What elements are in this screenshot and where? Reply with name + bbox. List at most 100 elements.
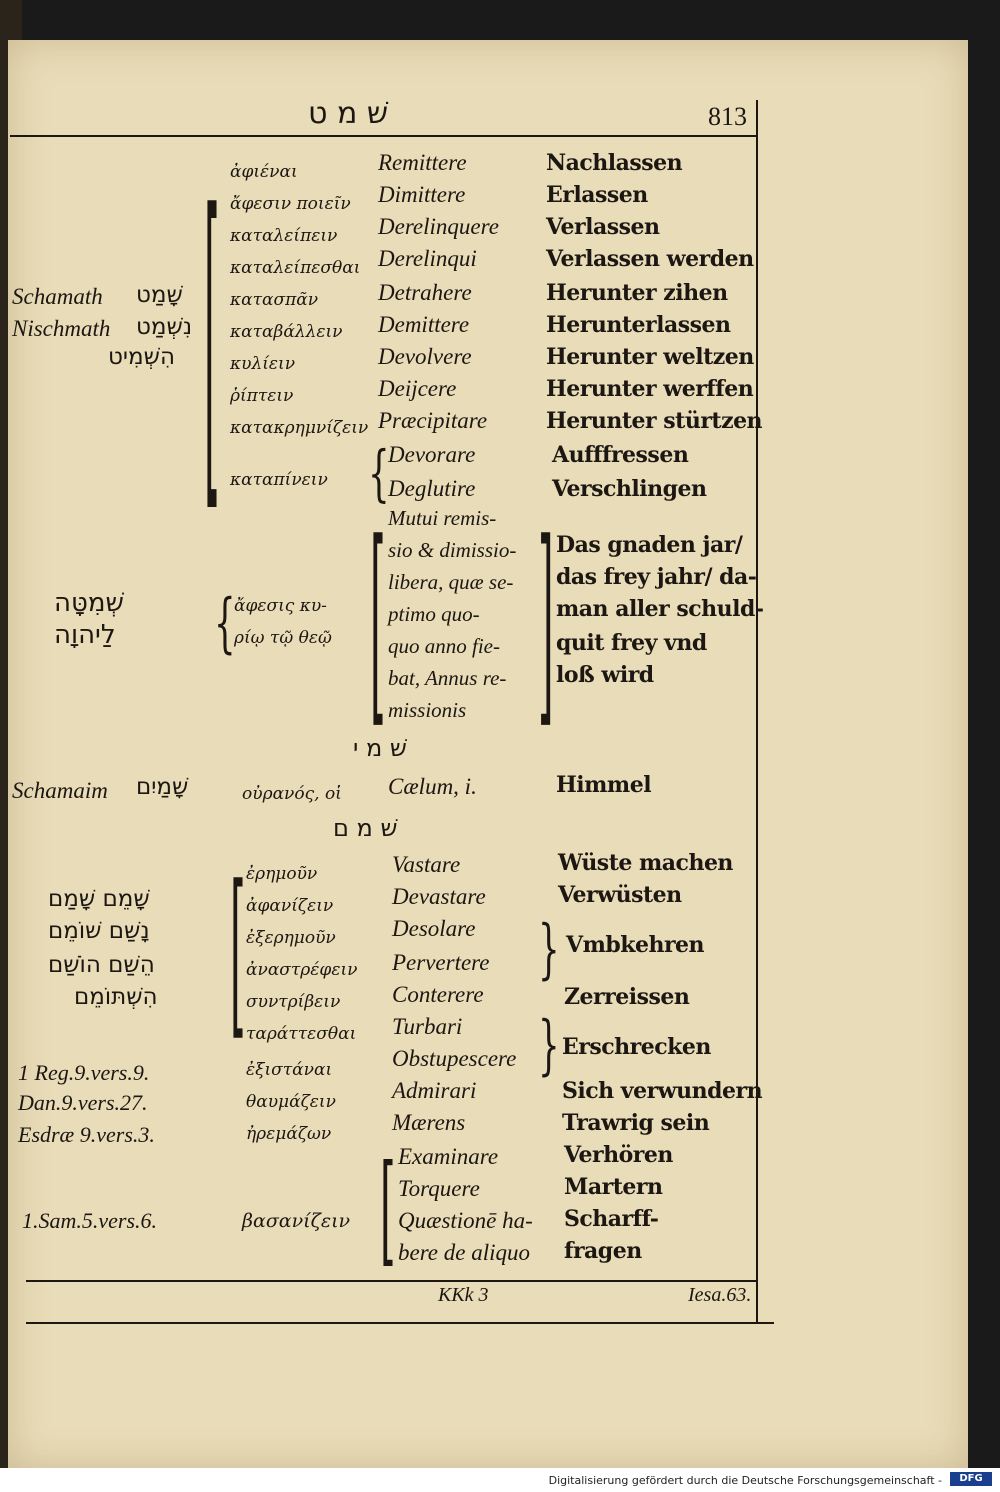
latin-schemitah-1: sio & dimissio- bbox=[388, 538, 517, 562]
brace-shmm-greek: [ bbox=[230, 852, 246, 1059]
credit-bar bbox=[0, 1468, 1000, 1492]
translit-schamaim: Schamaim bbox=[12, 778, 108, 803]
german-bas-0: Verhören bbox=[564, 1142, 673, 1168]
german-1: Erlassen bbox=[546, 182, 648, 208]
greek-shmm-4: συντρίβειν bbox=[246, 992, 341, 1012]
latin-0: Remittere bbox=[378, 150, 467, 175]
brace-schamath: [ bbox=[204, 152, 220, 548]
brace-schemitah-right: ] bbox=[538, 502, 554, 751]
latin-3: Derelinqui bbox=[378, 246, 477, 271]
german-shmm-3: Zerreissen bbox=[564, 984, 690, 1010]
german-schemitah-2: man aller schuld- bbox=[556, 596, 764, 622]
brace-erschrecken: } bbox=[538, 1008, 560, 1084]
german-bas-2: Scharff- bbox=[564, 1206, 659, 1232]
german-pair-1: Verschlingen bbox=[552, 476, 707, 502]
latin-1: Dimittere bbox=[378, 182, 466, 207]
latin-4: Detrahere bbox=[378, 280, 472, 305]
german-schemitah-0: Das gnaden jar/ bbox=[556, 532, 743, 558]
root-heading-shmi: שׁ מ י bbox=[353, 734, 407, 762]
ref-esdr: Esdræ 9.vers.3. bbox=[18, 1122, 155, 1147]
german-pair-0: Aufffressen bbox=[552, 442, 689, 468]
latin-6: Devolvere bbox=[378, 344, 472, 369]
latin-shmm-5: Turbari bbox=[392, 1014, 463, 1039]
page-number: 813 bbox=[708, 102, 747, 131]
greek-3: καταλείπεσθαι bbox=[230, 258, 361, 278]
latin-bas-3: bere de aliquo bbox=[398, 1240, 531, 1265]
latin-bas-2: Quæstionē ha- bbox=[398, 1208, 533, 1233]
german-bas-1: Martern bbox=[564, 1174, 663, 1200]
german-schemitah-3: quit frey vnd bbox=[556, 630, 707, 656]
hebrew-schamath: שָׁמַט bbox=[136, 282, 183, 308]
greek-0: ἀφιέναι bbox=[230, 162, 298, 182]
hebrew-shmm-2: הֵשַׁם הוֹשַׁם bbox=[48, 952, 155, 978]
latin-schemitah-4: quo anno fie- bbox=[388, 634, 500, 658]
greek-schemitah-0: ἄφεσις κυ- bbox=[234, 596, 327, 616]
brace-vmbkehren: } bbox=[538, 912, 560, 988]
latin-schemitah-3: ptimo quo- bbox=[388, 602, 480, 626]
german-5: Herunterlassen bbox=[546, 312, 731, 338]
latin-schemitah-0: Mutui remis- bbox=[388, 506, 497, 530]
hebrew-nischmath: נִשְׁמַט bbox=[136, 314, 193, 340]
greek-ouranos: οὐρανός, οἱ bbox=[242, 784, 342, 804]
greek-shmm-5: ταράττεσθαι bbox=[246, 1024, 357, 1044]
brace-basanizein: [ bbox=[380, 1142, 396, 1280]
translit-schamath: Schamath bbox=[12, 284, 103, 309]
greek-shmm-7: θαυμάζειν bbox=[246, 1092, 336, 1112]
latin-shmm-6: Obstupescere bbox=[392, 1046, 517, 1071]
latin-schemitah-6: missionis bbox=[388, 698, 467, 722]
header-hebrew-root: שׁ מ ט bbox=[308, 96, 389, 131]
german-shmm-2: Vmbkehren bbox=[566, 932, 705, 958]
dfg-logo: DFG bbox=[950, 1472, 992, 1486]
greek-basanizein: βασανίζειν bbox=[242, 1210, 351, 1232]
hebrew-schamaim: שָׁמַיִם bbox=[136, 774, 189, 800]
german-himmel: Himmel bbox=[556, 772, 652, 798]
catchword: Iesa.63. bbox=[688, 1284, 752, 1306]
digitization-credit: Digitalisierung gefördert durch die Deut… bbox=[548, 1474, 942, 1487]
latin-8: Præcipitare bbox=[378, 408, 488, 433]
latin-pair-1: Deglutire bbox=[388, 476, 476, 501]
ref-reg: 1 Reg.9.vers.9. bbox=[18, 1060, 150, 1085]
latin-pair-0: Devorare bbox=[388, 442, 476, 467]
german-shmm-5: Sich verwundern bbox=[562, 1078, 763, 1104]
latin-7: Deijcere bbox=[378, 376, 457, 401]
latin-schemitah-5: bat, Annus re- bbox=[388, 666, 507, 690]
right-rule bbox=[756, 100, 758, 1322]
latin-schemitah-2: libera, quæ se- bbox=[388, 570, 514, 594]
greek-pair: καταπίνειν bbox=[230, 470, 328, 490]
latin-shmm-1: Devastare bbox=[392, 884, 486, 909]
latin-caelum: Cælum, i. bbox=[388, 774, 477, 799]
latin-2: Derelinquere bbox=[378, 214, 499, 239]
german-bas-3: fragen bbox=[564, 1238, 642, 1264]
greek-8: κατακρημνίζειν bbox=[230, 418, 369, 438]
greek-shmm-0: ἐρημοῦν bbox=[246, 864, 318, 884]
brace-schemitah-greek: { bbox=[214, 586, 236, 662]
latin-bas-0: Examinare bbox=[398, 1144, 499, 1169]
german-6: Herunter weltzen bbox=[546, 344, 754, 370]
hebrew-shmm-1: נָשַׁם שׁוֹמֵם bbox=[48, 918, 150, 944]
greek-schemitah-1: ρίῳ τῷ θεῷ bbox=[234, 628, 332, 648]
latin-bas-1: Torquere bbox=[398, 1176, 480, 1201]
latin-shmm-7: Admirari bbox=[392, 1078, 477, 1103]
german-4: Herunter zihen bbox=[546, 280, 728, 306]
greek-1: ἄφεσιν ποιεῖν bbox=[230, 194, 351, 214]
greek-5: καταβάλλειν bbox=[230, 322, 343, 342]
bottom-rule bbox=[26, 1322, 774, 1324]
greek-shmm-3: ἀναστρέφειν bbox=[246, 960, 358, 980]
german-8: Herunter stürtzen bbox=[546, 408, 763, 434]
greek-shmm-8: ἠρεμάζων bbox=[246, 1124, 332, 1144]
root-heading-shmm: שׁ מ ם bbox=[333, 814, 398, 842]
greek-shmm-1: ἀφανίζειν bbox=[246, 896, 334, 916]
hebrew-laadonai: לַיהוָה bbox=[54, 620, 116, 650]
german-shmm-4: Erschrecken bbox=[562, 1034, 711, 1060]
german-shmm-1: Verwüsten bbox=[558, 882, 682, 908]
german-shmm-0: Wüste machen bbox=[558, 850, 733, 876]
latin-shmm-0: Vastare bbox=[392, 852, 461, 877]
hebrew-schemitah: שְׁמִטָּה bbox=[54, 588, 124, 618]
greek-shmm-6: ἐξιστάναι bbox=[246, 1060, 333, 1080]
latin-shmm-8: Mærens bbox=[392, 1110, 466, 1135]
greek-4: κατασπᾶν bbox=[230, 290, 319, 310]
book-page: שׁ מ ט 813 Schamath Nischmath שָׁמַט נִש… bbox=[8, 40, 968, 1468]
brace-schemitah-latin: [ bbox=[370, 502, 386, 751]
german-0: Nachlassen bbox=[546, 150, 683, 176]
greek-6: κυλίειν bbox=[230, 354, 296, 374]
